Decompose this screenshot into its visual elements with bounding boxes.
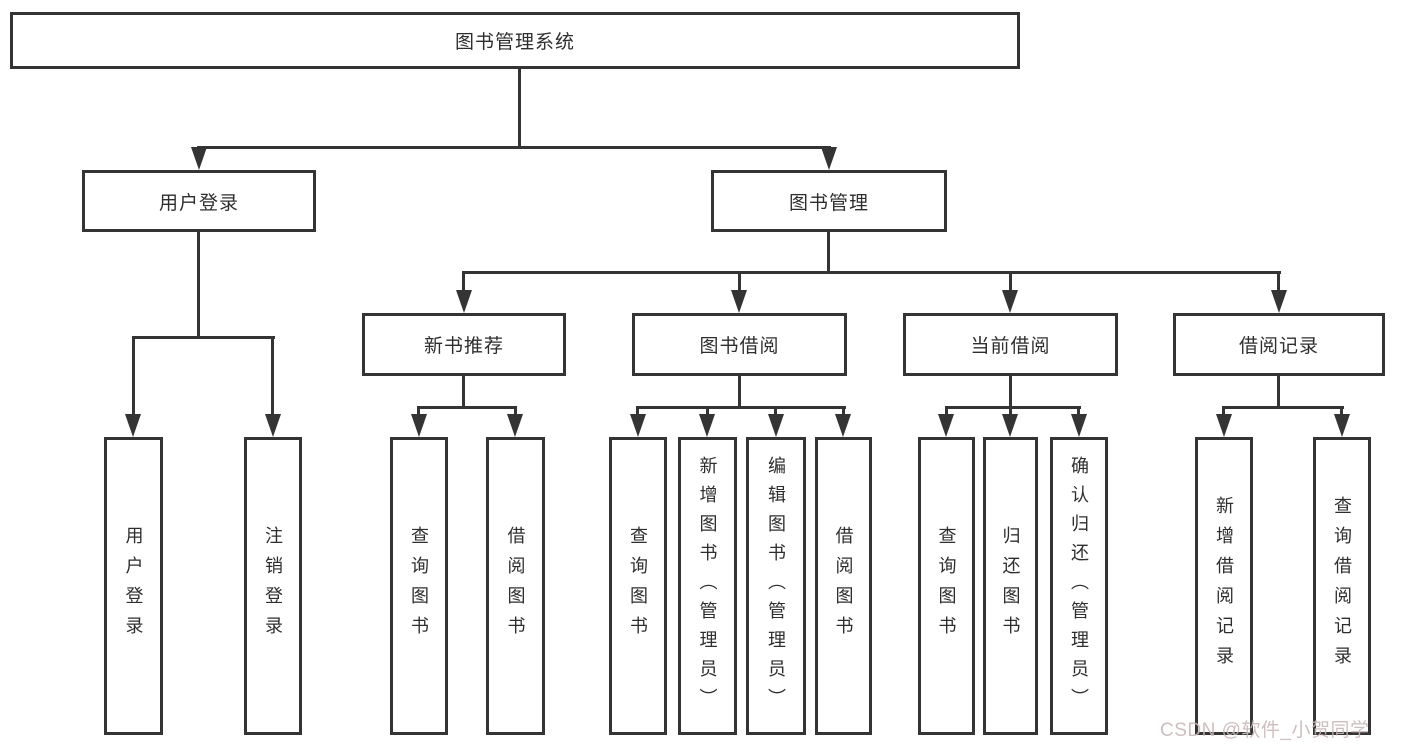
connector-line <box>271 336 274 416</box>
connector-line <box>1009 406 1012 418</box>
arrow-down-icon <box>507 414 523 437</box>
arrow-down-icon <box>1334 414 1350 437</box>
arrow-down-icon <box>125 414 141 437</box>
leaf-borrow-books-recommend: 借阅图书 <box>486 437 545 735</box>
leaf-label: 用户登录 <box>123 526 144 646</box>
leaf-label: 查询图书 <box>628 526 648 646</box>
node-label: 图书管理 <box>788 192 869 214</box>
arrow-down-icon <box>768 414 784 437</box>
connector-line <box>197 232 200 339</box>
connector-line <box>417 406 517 409</box>
arrow-down-icon <box>938 414 954 437</box>
leaf-user-login: 用户登录 <box>104 437 163 735</box>
leaf-label: 新增图书（管理员） <box>697 455 718 717</box>
leaf-query-books-recommend: 查询图书 <box>390 437 448 735</box>
leaf-add-borrow-record: 新增借阅记录 <box>1195 437 1253 735</box>
leaf-query-books-borrowing: 查询图书 <box>609 437 667 735</box>
connector-line <box>132 336 135 416</box>
node-borrowing-records: 借阅记录 <box>1173 313 1385 376</box>
connector-line <box>462 271 465 293</box>
leaf-edit-book-admin: 编辑图书（管理员） <box>746 437 806 735</box>
connector-line <box>197 146 831 149</box>
connector-line <box>462 271 1281 274</box>
connector-line <box>1222 406 1344 409</box>
connector-line <box>1340 406 1343 418</box>
leaf-label: 编辑图书（管理员） <box>766 455 786 717</box>
node-label: 用户登录 <box>158 192 239 214</box>
arrow-down-icon <box>731 290 747 313</box>
connector-line <box>842 406 845 418</box>
node-label: 借阅记录 <box>1238 336 1319 357</box>
leaf-label: 新增借阅记录 <box>1214 496 1234 676</box>
leaf-label: 查询图书 <box>409 526 429 646</box>
connector-line <box>462 376 465 409</box>
arrow-down-icon <box>456 290 472 313</box>
arrow-down-icon <box>630 414 646 437</box>
leaf-label: 借阅图书 <box>833 526 854 646</box>
connector-line <box>945 406 948 418</box>
connector-line <box>514 406 517 418</box>
connector-line <box>1009 271 1012 293</box>
node-label: 图书管理系统 <box>454 32 575 53</box>
node-library-management-system: 图书管理系统 <box>10 12 1020 69</box>
leaf-return-books: 归还图书 <box>983 437 1038 735</box>
arrow-down-icon <box>821 147 837 170</box>
connector-line <box>774 406 777 418</box>
connector-line <box>417 406 420 418</box>
connector-line <box>1009 376 1012 409</box>
leaf-label: 查询图书 <box>936 526 957 646</box>
connector-line <box>636 406 846 409</box>
node-book-borrowing: 图书借阅 <box>632 313 847 376</box>
connector-line <box>132 336 275 339</box>
leaf-confirm-return-admin: 确认归还（管理员） <box>1050 437 1108 735</box>
arrow-down-icon <box>1071 414 1087 437</box>
connector-line <box>738 271 741 293</box>
leaf-label: 确认归还（管理员） <box>1069 455 1089 717</box>
connector-line <box>636 406 639 418</box>
connector-line <box>1277 376 1280 409</box>
leaf-label: 借阅图书 <box>505 526 526 646</box>
leaf-add-book-admin: 新增图书（管理员） <box>678 437 737 735</box>
arrow-down-icon <box>411 414 427 437</box>
connector-line <box>1077 406 1080 418</box>
connector-line <box>706 406 709 418</box>
arrow-down-icon <box>699 414 715 437</box>
node-user-login: 用户登录 <box>82 170 316 232</box>
arrow-down-icon <box>835 414 851 437</box>
leaf-borrow-books-borrowing: 借阅图书 <box>815 437 872 735</box>
node-current-borrowing: 当前借阅 <box>903 313 1118 376</box>
connector-line <box>945 406 1081 409</box>
leaf-query-borrow-record: 查询借阅记录 <box>1313 437 1371 735</box>
connector-line <box>827 232 830 274</box>
arrow-down-icon <box>1216 414 1232 437</box>
leaf-query-books-current: 查询图书 <box>918 437 975 735</box>
arrow-down-icon <box>191 147 207 170</box>
node-book-management: 图书管理 <box>711 170 947 232</box>
node-label: 图书借阅 <box>699 336 780 357</box>
arrow-down-icon <box>265 414 281 437</box>
csdn-watermark: CSDN @软件_小贺同学 <box>1160 720 1370 741</box>
arrow-down-icon <box>1002 290 1018 313</box>
connector-line <box>518 68 521 147</box>
connector-line <box>1222 406 1225 418</box>
leaf-label: 注销登录 <box>263 526 283 646</box>
connector-line <box>738 376 741 409</box>
connector-line <box>1277 271 1280 293</box>
leaf-logout: 注销登录 <box>244 437 302 735</box>
node-new-book-recommendation: 新书推荐 <box>362 313 566 376</box>
leaf-label: 归还图书 <box>1000 526 1021 646</box>
node-label: 新书推荐 <box>423 336 504 357</box>
arrow-down-icon <box>1271 290 1287 313</box>
leaf-label: 查询借阅记录 <box>1332 496 1352 676</box>
arrow-down-icon <box>1002 414 1018 437</box>
node-label: 当前借阅 <box>970 336 1051 357</box>
